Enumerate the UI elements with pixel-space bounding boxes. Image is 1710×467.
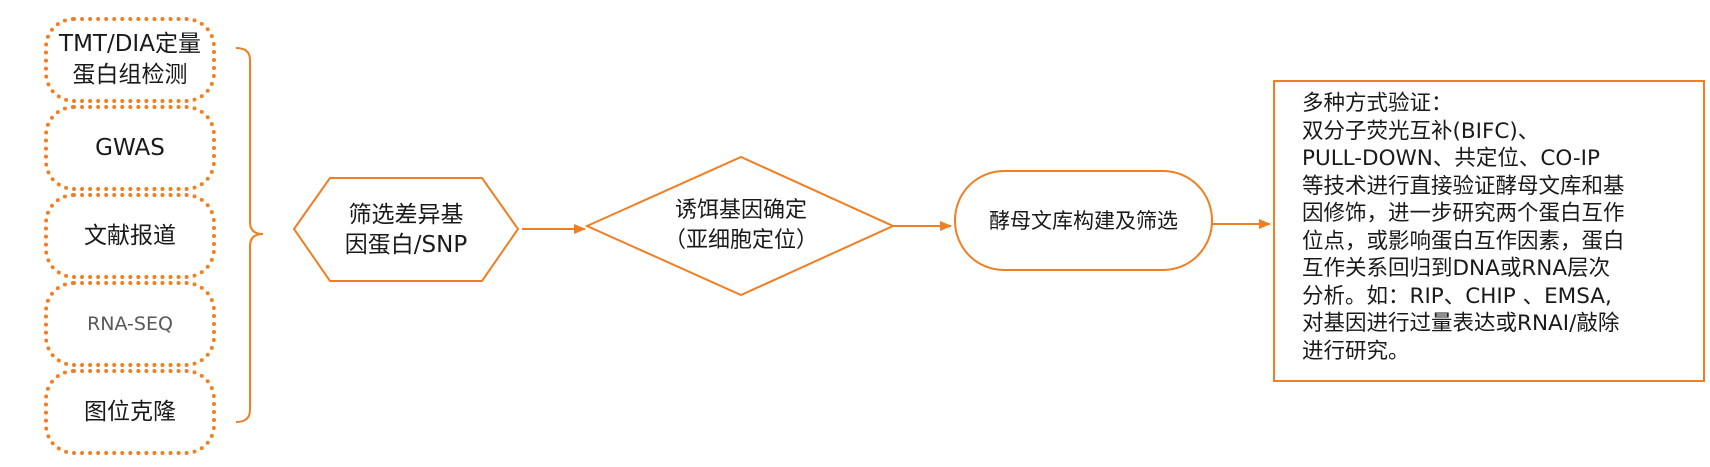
screen-step-node: 筛选差异基 因蛋白/SNP [330, 178, 482, 281]
source-node-proteomics: TMT/DIA定量 蛋白组检测 [44, 17, 216, 103]
library-step-node: 酵母文库构建及筛选 [955, 171, 1212, 270]
result-line: 双分子荧光互补(BIFC)、 [1302, 118, 1540, 144]
result-line: 对基因进行过量表达或RNAI/敲除 [1302, 311, 1620, 336]
source-label-line: 蛋白组检测 [72, 62, 188, 88]
bait-step-node: 诱饵基因确定 （亚细胞定位） [641, 176, 841, 276]
result-line: PULL-DOWN、共定位、CO-IP [1302, 146, 1600, 171]
library-step-label: 酵母文库构建及筛选 [989, 208, 1178, 233]
source-node-map-cloning: 图位克隆 [44, 369, 216, 455]
result-line: 进行研究。 [1302, 338, 1410, 364]
screen-hexagon-shape [292, 177, 520, 282]
source-node-literature: 文献报道 [44, 193, 216, 279]
source-label: 图位克隆 [84, 398, 176, 425]
source-label: RNA-SEQ [87, 312, 173, 335]
result-line: 等技术进行直接验证酵母文库和基 [1302, 173, 1625, 199]
source-label: 文献报道 [84, 222, 176, 249]
result-line: 因修饰，进一步研究两个蛋白互作 [1302, 201, 1625, 226]
bait-step-line: （亚细胞定位） [663, 228, 818, 253]
verification-result-box: 多种方式验证： 双分子荧光互补(BIFC)、 PULL-DOWN、共定位、CO-… [1273, 80, 1705, 382]
source-node-rnaseq: RNA-SEQ [44, 281, 216, 367]
library-box-shape [954, 170, 1213, 271]
result-line: 分析。如：RIP、CHIP 、EMSA, [1302, 283, 1612, 309]
result-line: 多种方式验证： [1302, 91, 1453, 116]
source-bracket [235, 47, 264, 423]
bait-step-line: 诱饵基因确定 [674, 198, 807, 223]
result-line: 互作关系回归到DNA或RNA层次 [1302, 256, 1611, 281]
source-label-line: TMT/DIA定量 [59, 31, 201, 57]
screen-step-line: 因蛋白/SNP [344, 231, 468, 258]
screen-step-line: 筛选差异基 [348, 201, 464, 228]
source-label: GWAS [95, 134, 165, 161]
result-line: 位点，或影响蛋白互作因素，蛋白 [1302, 228, 1625, 254]
source-node-gwas: GWAS [44, 105, 216, 191]
